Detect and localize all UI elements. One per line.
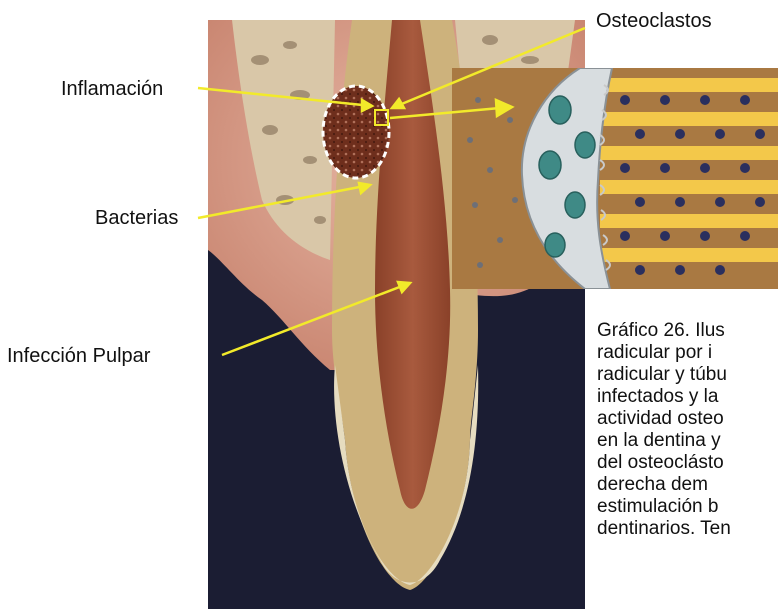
caption-line: del osteoclásto <box>597 452 778 474</box>
caption-line: derecha dem <box>597 474 778 496</box>
figure-caption: Gráfico 26. Ilus radicular por i radicul… <box>597 320 778 540</box>
caption-line: dentinarios. Ten <box>597 518 778 540</box>
caption-line: Gráfico 26. Ilus <box>597 320 778 342</box>
caption-line: radicular por i <box>597 342 778 364</box>
label-infeccion-pulpar: Infección Pulpar <box>7 345 150 368</box>
caption-line: radicular y túbu <box>597 364 778 386</box>
label-inflamacion: Inflamación <box>61 78 163 101</box>
label-osteoclastos: Osteoclastos <box>596 10 712 33</box>
caption-line: infectados y la <box>597 386 778 408</box>
caption-line: en la dentina y <box>597 430 778 452</box>
inflammation-lesion <box>323 86 389 178</box>
caption-line: actividad osteo <box>597 408 778 430</box>
caption-line: estimulación b <box>597 496 778 518</box>
label-bacterias: Bacterias <box>95 207 178 230</box>
